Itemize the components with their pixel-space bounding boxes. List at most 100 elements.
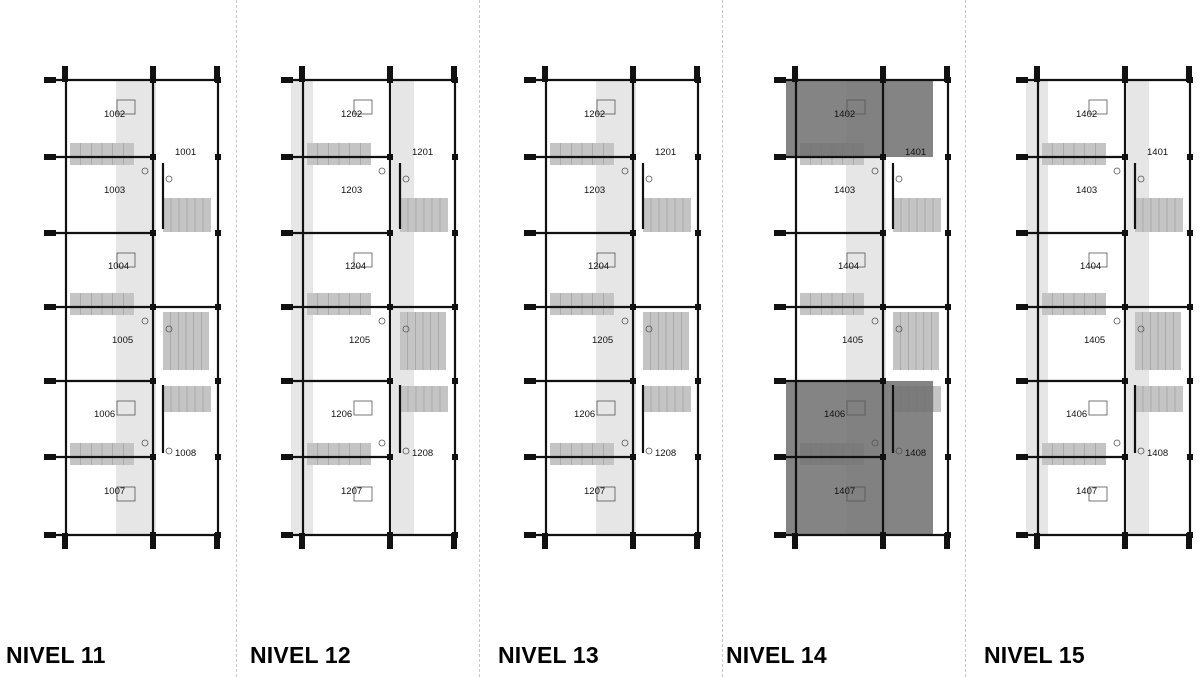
column: [452, 378, 458, 384]
column: [44, 304, 56, 310]
column: [214, 66, 220, 82]
toilet-fixture: [165, 447, 173, 455]
unit-label-1005: 1005: [112, 335, 133, 346]
fixtures: [116, 99, 173, 502]
column: [1122, 304, 1128, 310]
column: [945, 454, 951, 460]
unit-label-1408: 1408: [905, 448, 926, 459]
unit-label-1202: 1202: [584, 109, 605, 120]
toilet-fixture: [621, 167, 629, 175]
fixtures: [353, 99, 410, 502]
bed-fixture: [353, 252, 373, 268]
unit-label-1405: 1405: [1084, 335, 1105, 346]
column: [1122, 230, 1128, 236]
bed-fixture: [596, 99, 616, 115]
column: [150, 454, 156, 460]
unit-label-1203: 1203: [584, 185, 605, 196]
column: [1187, 230, 1193, 236]
unit-label-1405: 1405: [842, 335, 863, 346]
toilet-fixture: [895, 175, 903, 183]
level-title: NIVEL 13: [498, 642, 599, 668]
column: [944, 66, 950, 82]
column: [62, 533, 68, 549]
bed-fixture: [116, 486, 136, 502]
unit-label-1207: 1207: [341, 486, 362, 497]
column: [1122, 66, 1128, 82]
toilet-fixture: [378, 439, 386, 447]
unit-label-1205: 1205: [592, 335, 613, 346]
bed-fixture: [1088, 252, 1108, 268]
unit-label-1201: 1201: [655, 147, 676, 158]
unit-label-1404: 1404: [1080, 261, 1101, 272]
column: [1122, 154, 1128, 160]
column: [945, 304, 951, 310]
bed-fixture: [116, 99, 136, 115]
column: [150, 304, 156, 310]
column: [281, 378, 293, 384]
structure-columns: [281, 66, 458, 549]
column: [524, 454, 536, 460]
column: [451, 66, 457, 82]
unit-label-1004: 1004: [108, 261, 129, 272]
column: [387, 66, 393, 82]
column: [215, 378, 221, 384]
toilet-fixture: [871, 439, 879, 447]
toilet-fixture: [1137, 325, 1145, 333]
column: [281, 532, 293, 538]
bed-fixture: [1088, 400, 1108, 416]
unit-label-1402: 1402: [834, 109, 855, 120]
column: [215, 154, 221, 160]
column: [150, 154, 156, 160]
column: [1187, 154, 1193, 160]
column: [694, 533, 700, 549]
toilet-fixture: [402, 325, 410, 333]
level-divider: [479, 0, 480, 677]
column: [1187, 378, 1193, 384]
column: [774, 304, 786, 310]
column: [1016, 304, 1028, 310]
column: [214, 533, 220, 549]
column: [630, 533, 636, 549]
column: [1122, 533, 1128, 549]
unit-label-1406: 1406: [824, 409, 845, 420]
unit-label-1006: 1006: [94, 409, 115, 420]
column: [945, 154, 951, 160]
column: [1016, 378, 1028, 384]
column: [44, 454, 56, 460]
toilet-fixture: [621, 439, 629, 447]
toilet-fixture: [895, 447, 903, 455]
column: [524, 532, 536, 538]
column: [150, 533, 156, 549]
column: [880, 230, 886, 236]
column: [880, 154, 886, 160]
bed-fixture: [116, 400, 136, 416]
column: [880, 66, 886, 82]
column: [1016, 454, 1028, 460]
stair-zone: [307, 143, 448, 465]
toilet-fixture: [1137, 447, 1145, 455]
column: [44, 532, 56, 538]
column: [387, 304, 393, 310]
column: [774, 77, 786, 83]
unit-label-1008: 1008: [175, 448, 196, 459]
column: [630, 304, 636, 310]
column: [387, 454, 393, 460]
stair-zone: [70, 143, 211, 465]
column: [150, 66, 156, 82]
level-divider: [965, 0, 966, 677]
unit-label-1202: 1202: [341, 109, 362, 120]
